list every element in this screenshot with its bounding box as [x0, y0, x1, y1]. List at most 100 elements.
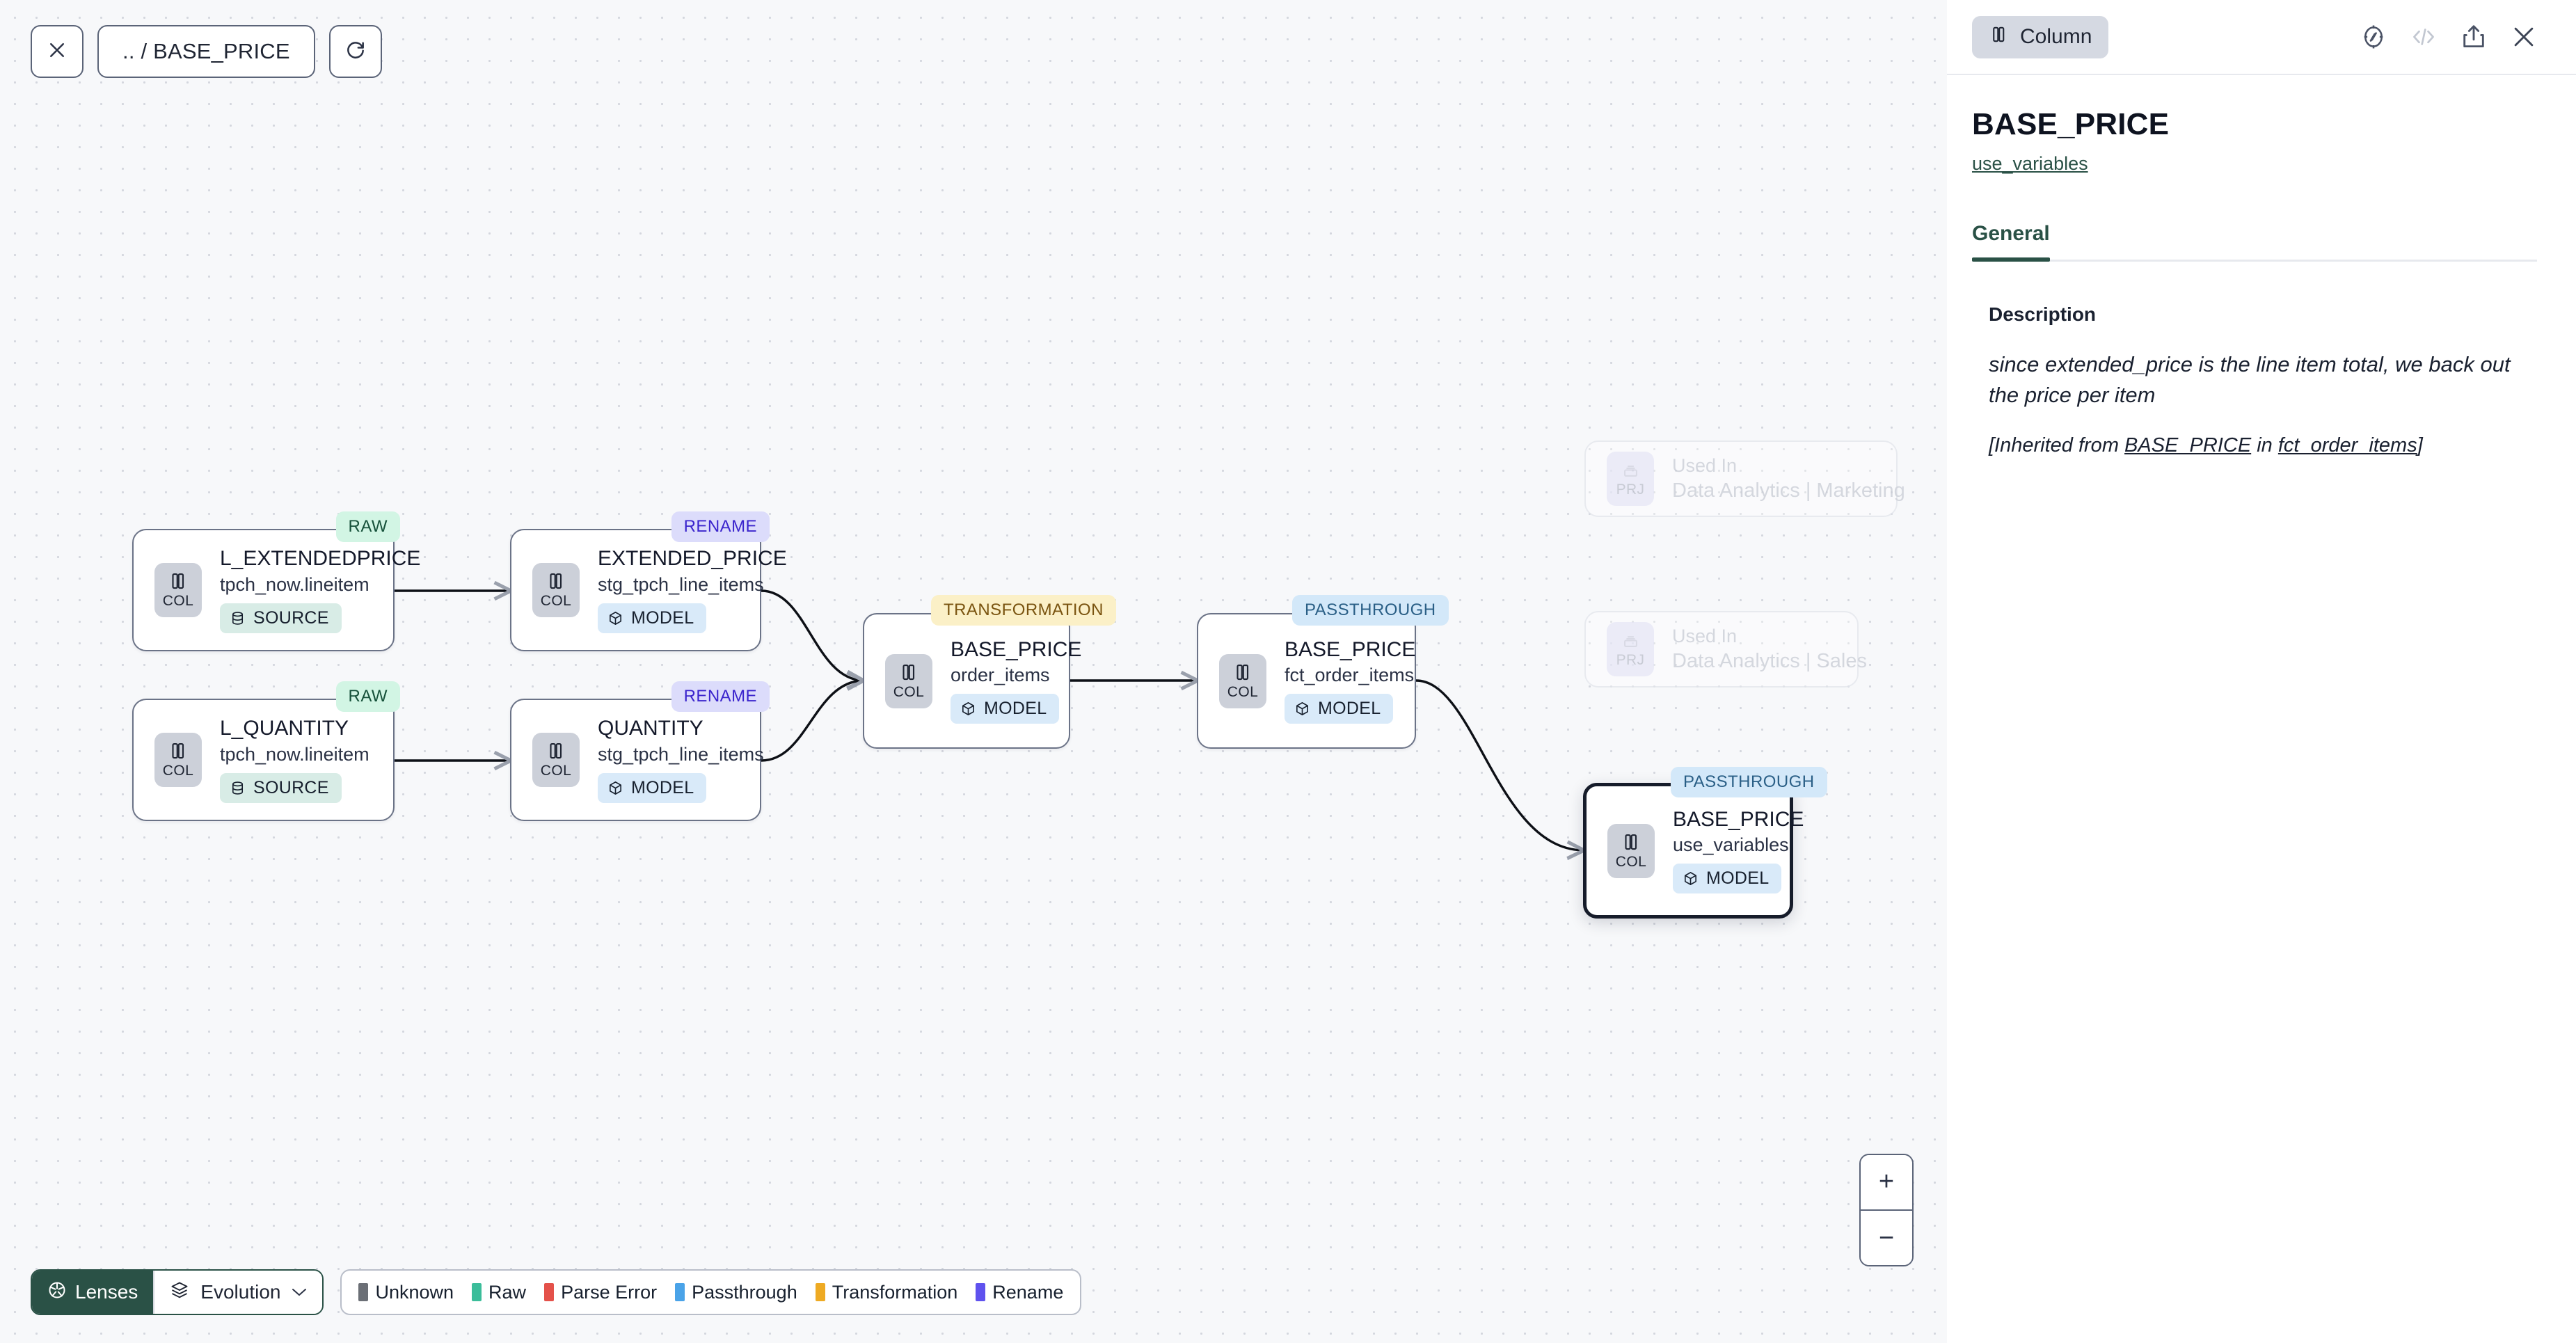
cube-icon [607, 610, 623, 626]
lineage-node-used-in-marketing[interactable]: PRJ Used In Data Analytics | Marketing [1584, 440, 1905, 517]
code-icon[interactable] [2410, 25, 2437, 49]
node-title: EXTENDED_PRICE [598, 547, 787, 571]
lineage-canvas[interactable]: .. / BASE_PRICE RAW COL L_EXTEND [0, 0, 1947, 1343]
node-type-chip: COL [532, 563, 580, 617]
node-type-chip: COL [154, 733, 202, 787]
node-title: BASE_PRICE [1285, 637, 1416, 661]
node-material-label: MODEL [631, 777, 694, 797]
lenses-label: Lenses [75, 1281, 138, 1303]
entity-type-label: Column [2020, 25, 2092, 48]
node-material-label: MODEL [1706, 868, 1770, 889]
column-icon [546, 571, 566, 591]
node-type-chip: PRJ [1607, 452, 1654, 506]
node-material-badge: MODEL [598, 772, 707, 803]
lineage-node-base-price-fct-order-items[interactable]: PASSTHROUGH COL BASE_PRICE fct_order_ite… [1197, 595, 1449, 749]
legend-item[interactable]: Raw [472, 1282, 526, 1303]
node-body: L_EXTENDEDPRICE tpch_now.lineitem SOURCE [202, 547, 420, 633]
node-material-badge: SOURCE [220, 603, 342, 633]
share-icon[interactable] [2460, 24, 2487, 50]
lineage-node-extended-price[interactable]: RENAME COL EXTENDED_PRICE stg_tpch_line_… [510, 511, 787, 651]
chevron-down-icon [292, 1283, 307, 1301]
lineage-node-base-price-order-items[interactable]: TRANSFORMATION COL BASE_PRICE order_item… [863, 595, 1116, 749]
compass-icon[interactable] [2360, 24, 2387, 50]
column-icon [1621, 832, 1641, 852]
legend-swatch [976, 1283, 986, 1301]
node-body: Used In Data Analytics | Sales [1654, 626, 1867, 674]
node-kind-badge: PASSTHROUGH [1292, 595, 1449, 626]
aperture-icon [47, 1280, 67, 1305]
close-icon[interactable] [2511, 24, 2537, 50]
legend-item[interactable]: Rename [976, 1282, 1063, 1303]
lineage-node-l-extendedprice[interactable]: RAW COL L_EXTENDEDPRICE tpch_now.lineite… [132, 511, 420, 651]
node-type-chip-label: COL [1227, 683, 1259, 700]
breadcrumb[interactable]: .. / BASE_PRICE [97, 25, 315, 78]
node-subtitle: fct_order_items [1285, 665, 1415, 686]
tab-general[interactable]: General [1972, 222, 2050, 262]
node-kind-badge: RENAME [671, 511, 770, 542]
node-title: Used In [1672, 454, 1738, 476]
node-kind-badge: RAW [335, 681, 400, 712]
cube-icon [960, 701, 976, 717]
legend-label: Unknown [375, 1281, 454, 1303]
refresh-icon [344, 39, 367, 65]
node-body: QUANTITY stg_tpch_line_items MODEL [580, 717, 764, 803]
legend-swatch [675, 1283, 685, 1301]
parent-model-link[interactable]: use_variables [1972, 153, 2088, 174]
node-kind-badge: PASSTHROUGH [1671, 767, 1827, 797]
description-section: Description since extended_price is the … [1972, 303, 2537, 457]
legend-label: Passthrough [692, 1281, 797, 1303]
zoom-controls: + − [1859, 1153, 1914, 1266]
lineage-node-used-in-sales[interactable]: PRJ Used In Data Analytics | Sales [1584, 611, 1867, 688]
legend-item[interactable]: Transformation [815, 1282, 957, 1303]
inherited-column-link[interactable]: BASE_PRICE [2124, 434, 2252, 457]
lenses-button[interactable]: Lenses [32, 1271, 154, 1314]
close-graph-button[interactable] [31, 25, 84, 78]
node-material-label: SOURCE [253, 607, 329, 628]
node-body: BASE_PRICE fct_order_items MODEL [1266, 638, 1415, 724]
zoom-controls-divider [1861, 1209, 1912, 1211]
node-material-badge: MODEL [951, 694, 1060, 724]
entity-type-pill[interactable]: Column [1972, 15, 2109, 58]
node-material-badge: MODEL [1285, 694, 1394, 724]
canvas-bottom-bar: Lenses Evolution Unknown Raw Parse Error Pa… [31, 1269, 1082, 1315]
database-icon [230, 780, 246, 796]
details-panel: Column BASE_PRICE use_variables [1947, 0, 2576, 1343]
node-material-label: MODEL [984, 699, 1047, 719]
legend-item[interactable]: Unknown [358, 1282, 454, 1303]
inherited-model-link[interactable]: fct_order_items [2277, 434, 2417, 457]
node-title: L_EXTENDEDPRICE [220, 547, 421, 571]
inherited-note: [Inherited from BASE_PRICE in fct_order_… [1989, 434, 2537, 457]
node-body: BASE_PRICE use_variables MODEL [1655, 808, 1804, 894]
lineage-node-l-quantity[interactable]: RAW COL L_QUANTITY tpch_now.lineitem SOU… [132, 681, 400, 821]
inherited-middle: in [2251, 434, 2278, 457]
legend-label: Parse Error [561, 1281, 658, 1303]
node-type-chip-label: COL [893, 683, 925, 700]
node-body: Used In Data Analytics | Marketing [1654, 455, 1905, 503]
evolution-dropdown[interactable]: Evolution [153, 1271, 323, 1314]
node-material-badge: SOURCE [220, 772, 342, 803]
column-icon [168, 571, 189, 591]
lineage-legend: Unknown Raw Parse Error Passthrough Transfor… [340, 1269, 1082, 1315]
node-type-chip-label: COL [540, 763, 572, 779]
legend-label: Raw [488, 1281, 527, 1303]
lineage-node-quantity[interactable]: RENAME COL QUANTITY stg_tpch_line_items … [510, 681, 770, 821]
refresh-button[interactable] [328, 25, 382, 78]
lineage-node-base-price-use-variables[interactable]: PASSTHROUGH COL BASE_PRICE use_variables… [1583, 767, 1827, 919]
database-icon [230, 610, 246, 626]
legend-item[interactable]: Passthrough [675, 1282, 797, 1303]
node-type-chip-label: PRJ [1616, 651, 1645, 668]
node-type-chip: PRJ [1607, 622, 1654, 676]
column-icon [1989, 24, 2009, 50]
details-panel-body: BASE_PRICE use_variables General Descrip… [1947, 75, 2576, 457]
node-type-chip-label: PRJ [1616, 481, 1645, 498]
legend-item[interactable]: Parse Error [544, 1282, 657, 1303]
zoom-in-button[interactable]: + [1861, 1154, 1912, 1209]
node-subtitle: order_items [951, 665, 1050, 686]
node-title: BASE_PRICE [1673, 807, 1804, 831]
legend-label: Rename [992, 1281, 1064, 1303]
node-subtitle: stg_tpch_line_items [598, 743, 764, 765]
node-title: L_QUANTITY [220, 717, 349, 740]
node-type-chip-label: COL [162, 593, 194, 609]
zoom-out-button[interactable]: − [1861, 1211, 1912, 1265]
